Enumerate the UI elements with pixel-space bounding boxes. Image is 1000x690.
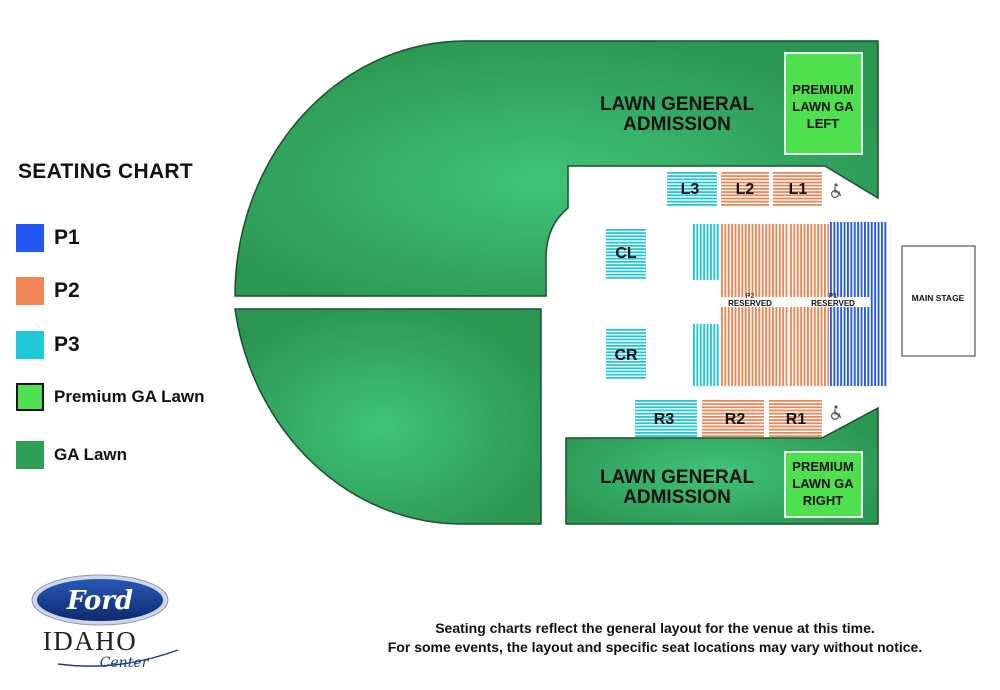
section-label-r3: R3 xyxy=(654,411,675,428)
legend-item-premium-ga-lawn: Premium GA Lawn xyxy=(16,383,205,411)
lawn-top-label-line2: ADMISSION xyxy=(623,114,731,135)
lawn-bottom-label-line2: ADMISSION xyxy=(623,487,731,508)
disclaimer-line-1: Seating charts reflect the general layou… xyxy=(435,620,875,636)
legend-label-p3: P3 xyxy=(54,333,80,356)
legend-item-p3: P3 xyxy=(16,331,80,359)
section-label-cr: CR xyxy=(614,347,638,364)
section-l1[interactable] xyxy=(773,171,822,207)
logo-venue: IDAHO xyxy=(43,626,138,656)
lawn-top-label-line1: LAWN GENERAL xyxy=(600,94,755,115)
legend-item-p2: P2 xyxy=(16,277,80,305)
legend-swatch-p3 xyxy=(16,331,44,359)
premium-right-label-line2: LAWN GA xyxy=(792,476,854,491)
premium-lawn-right[interactable] xyxy=(784,451,863,518)
premium-lawn-left[interactable] xyxy=(784,52,863,155)
lawn-ga-bottom[interactable] xyxy=(234,308,542,525)
section-r1[interactable] xyxy=(769,399,822,437)
reserved-label-p2: RESERVED xyxy=(728,299,772,308)
premium-left-label-line3: LEFT xyxy=(807,116,840,131)
floor-p3-bottom[interactable] xyxy=(692,324,720,386)
section-cr[interactable] xyxy=(606,328,646,380)
premium-right-label-line1: PREMIUM xyxy=(792,459,853,474)
premium-left-label-line1: PREMIUM xyxy=(792,82,853,97)
section-code-p1: P1 xyxy=(829,293,838,300)
legend-swatch-ga-lawn xyxy=(16,441,44,469)
legend-label-ga-lawn: GA Lawn xyxy=(54,445,128,464)
reserved-aisle xyxy=(718,297,870,307)
legend-title: SEATING CHART xyxy=(18,160,194,183)
legend-label-premium-ga-lawn: Premium GA Lawn xyxy=(54,387,205,406)
section-label-r2: R2 xyxy=(725,411,746,428)
section-r2[interactable] xyxy=(702,399,764,437)
wheelchair-icon xyxy=(830,405,842,421)
section-r3[interactable] xyxy=(635,399,697,437)
section-label-l3: L3 xyxy=(681,181,700,198)
section-code-p2: P2 xyxy=(746,293,755,300)
legend-swatch-p2 xyxy=(16,277,44,305)
premium-right-label-line3: RIGHT xyxy=(803,493,844,508)
floor-p3-top[interactable] xyxy=(692,224,720,280)
main-stage-label: MAIN STAGE xyxy=(912,293,965,303)
ford-idaho-center-logo: Ford IDAHO Center xyxy=(31,574,179,671)
legend-item-ga-lawn: GA Lawn xyxy=(16,441,127,469)
legend-swatch-premium-ga-lawn xyxy=(16,383,44,411)
legend-swatch-p1 xyxy=(16,224,44,252)
disclaimer-line-2: For some events, the layout and specific… xyxy=(387,639,923,655)
section-l3[interactable] xyxy=(667,171,717,207)
section-label-r1: R1 xyxy=(786,411,807,428)
logo-brand: Ford xyxy=(66,586,133,616)
section-l2[interactable] xyxy=(721,171,769,207)
lawn-ga-top[interactable] xyxy=(234,40,879,297)
legend-item-p1: P1 xyxy=(16,224,80,252)
wheelchair-icon xyxy=(830,183,842,199)
legend-label-p2: P2 xyxy=(54,279,80,302)
section-label-cl: CL xyxy=(615,245,637,262)
section-label-l1: L1 xyxy=(789,181,808,198)
legend-label-p1: P1 xyxy=(54,226,80,249)
section-cl[interactable] xyxy=(606,228,646,279)
reserved-label-p1: RESERVED xyxy=(811,299,855,308)
section-label-l2: L2 xyxy=(736,181,755,198)
lawn-bottom-label-line1: LAWN GENERAL xyxy=(600,467,755,488)
premium-left-label-line2: LAWN GA xyxy=(792,99,854,114)
main-stage[interactable] xyxy=(901,245,976,357)
